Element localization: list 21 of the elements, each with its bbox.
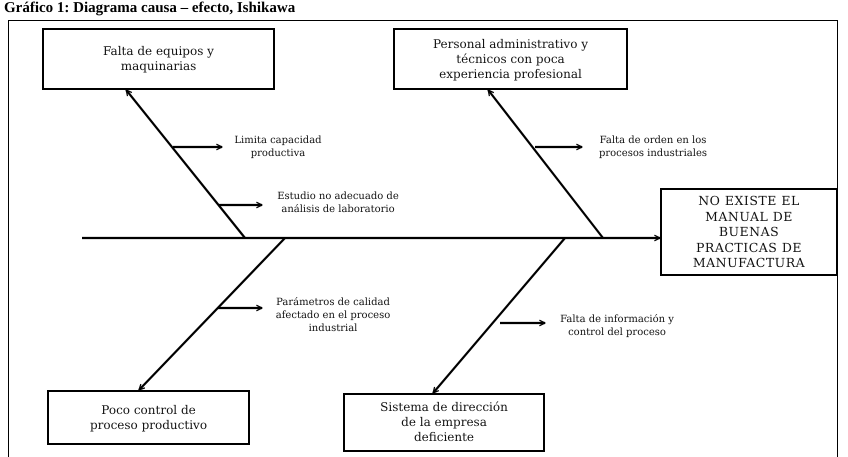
bone-arrow [432,237,566,394]
arrow [218,202,263,208]
diagram-title: Gráfico 1: Diagrama causa – efecto, Ishikawa [4,0,296,17]
arrow [218,304,263,312]
cause-text: Estudio no adecuado de análisis de laboratorio [262,188,414,218]
spine-arrow [82,234,661,242]
arrow [535,144,583,150]
cause-text: Limita capacidad productiva [222,132,334,162]
bone-arrow [125,89,246,239]
bone-arrow [138,237,286,391]
arrow [500,320,546,326]
bone-arrow [487,89,604,239]
cause-text: Falta de orden en los procesos industriales [582,132,724,162]
cause-box: Poco control de proceso productivo [47,390,250,445]
arrow [173,144,223,150]
cause-box: Personal administrativo y técnicos con poca experiencia profesional [393,28,628,90]
cause-box: Falta de equipos y maquinarias [42,28,275,90]
cause-text: Falta de información y control del proceso [545,312,689,340]
cause-box: Sistema de dirección de la empresa deficiente [343,393,545,452]
effect-box: NO EXISTE EL MANUAL DE BUENAS PRACTICAS DE MANUFACTURA [660,188,838,276]
cause-text: Parámetros de calidad afectado en el proceso industrial [262,294,404,336]
